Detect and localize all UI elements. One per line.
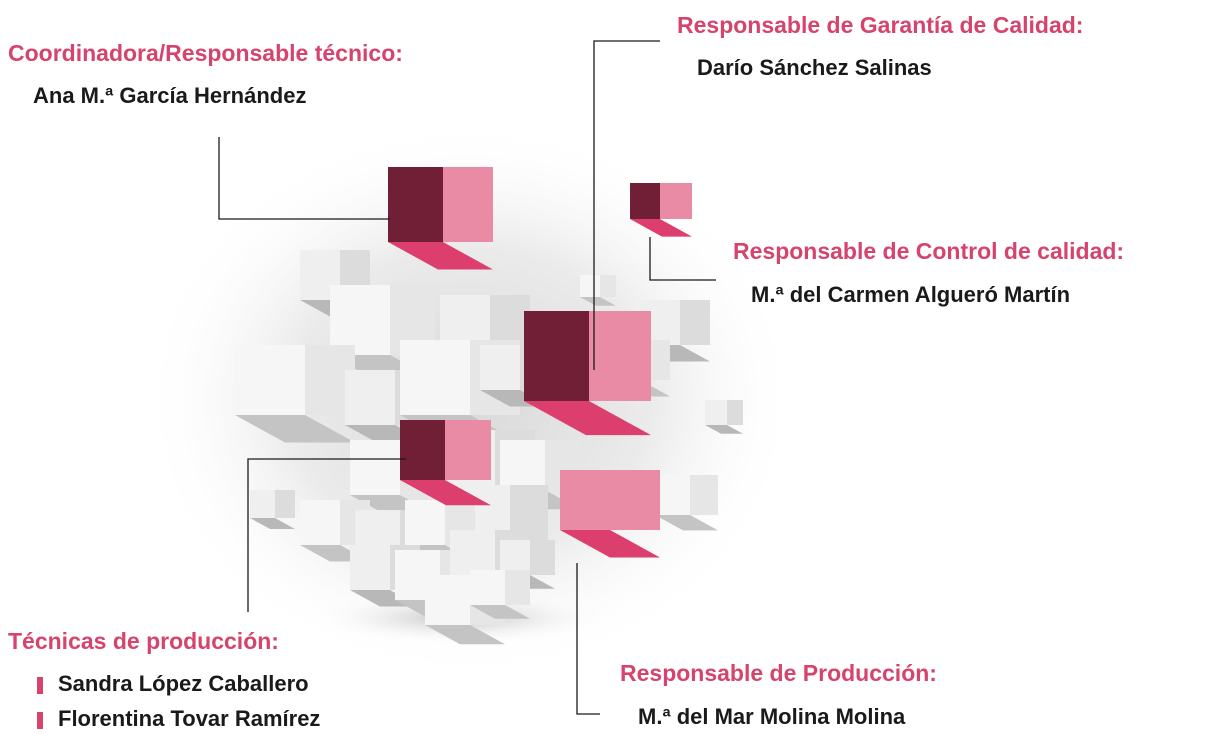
bullet-marker xyxy=(37,712,43,729)
pink-cube-quality-assurance xyxy=(524,311,651,436)
connector-production xyxy=(576,563,600,715)
quality-control-title: Responsable de Control de calidad: xyxy=(733,238,1125,264)
bullet-marker xyxy=(37,677,43,694)
grey-cube xyxy=(470,570,530,619)
production-title: Responsable de Producción: xyxy=(620,660,937,686)
grey-cube xyxy=(250,490,295,529)
coordinator-title: Coordinadora/Responsable técnico: xyxy=(8,40,403,66)
connector-coordinator xyxy=(218,137,390,220)
connector-production-technicians xyxy=(247,458,406,612)
pink-cubes xyxy=(388,167,692,558)
production-technician-name: Florentina Tovar Ramírez xyxy=(58,706,321,731)
connector-lines xyxy=(218,40,716,715)
production-name: M.ª del Mar Molina Molina xyxy=(638,704,906,729)
pink-cube-quality-control xyxy=(630,183,692,237)
connector-quality-control xyxy=(649,237,716,281)
quality-control-name: M.ª del Carmen Algueró Martín xyxy=(751,282,1071,307)
grey-cube xyxy=(580,275,616,306)
quality-assurance-name: Darío Sánchez Salinas xyxy=(697,55,932,80)
connector-quality-assurance xyxy=(593,40,660,370)
pink-cube-production-technicians xyxy=(400,420,491,506)
production-technician-name: Sandra López Caballero xyxy=(58,671,309,696)
coordinator-name: Ana M.ª García Hernández xyxy=(33,83,307,108)
grey-cube xyxy=(705,400,743,434)
pink-cube-coordinator xyxy=(388,167,493,270)
quality-assurance-title: Responsable de Garantía de Calidad: xyxy=(677,12,1084,38)
production-technicians-title: Técnicas de producción: xyxy=(8,628,279,654)
grey-cube xyxy=(655,475,718,531)
pink-cube-production xyxy=(560,470,660,558)
grey-cube xyxy=(235,345,355,443)
